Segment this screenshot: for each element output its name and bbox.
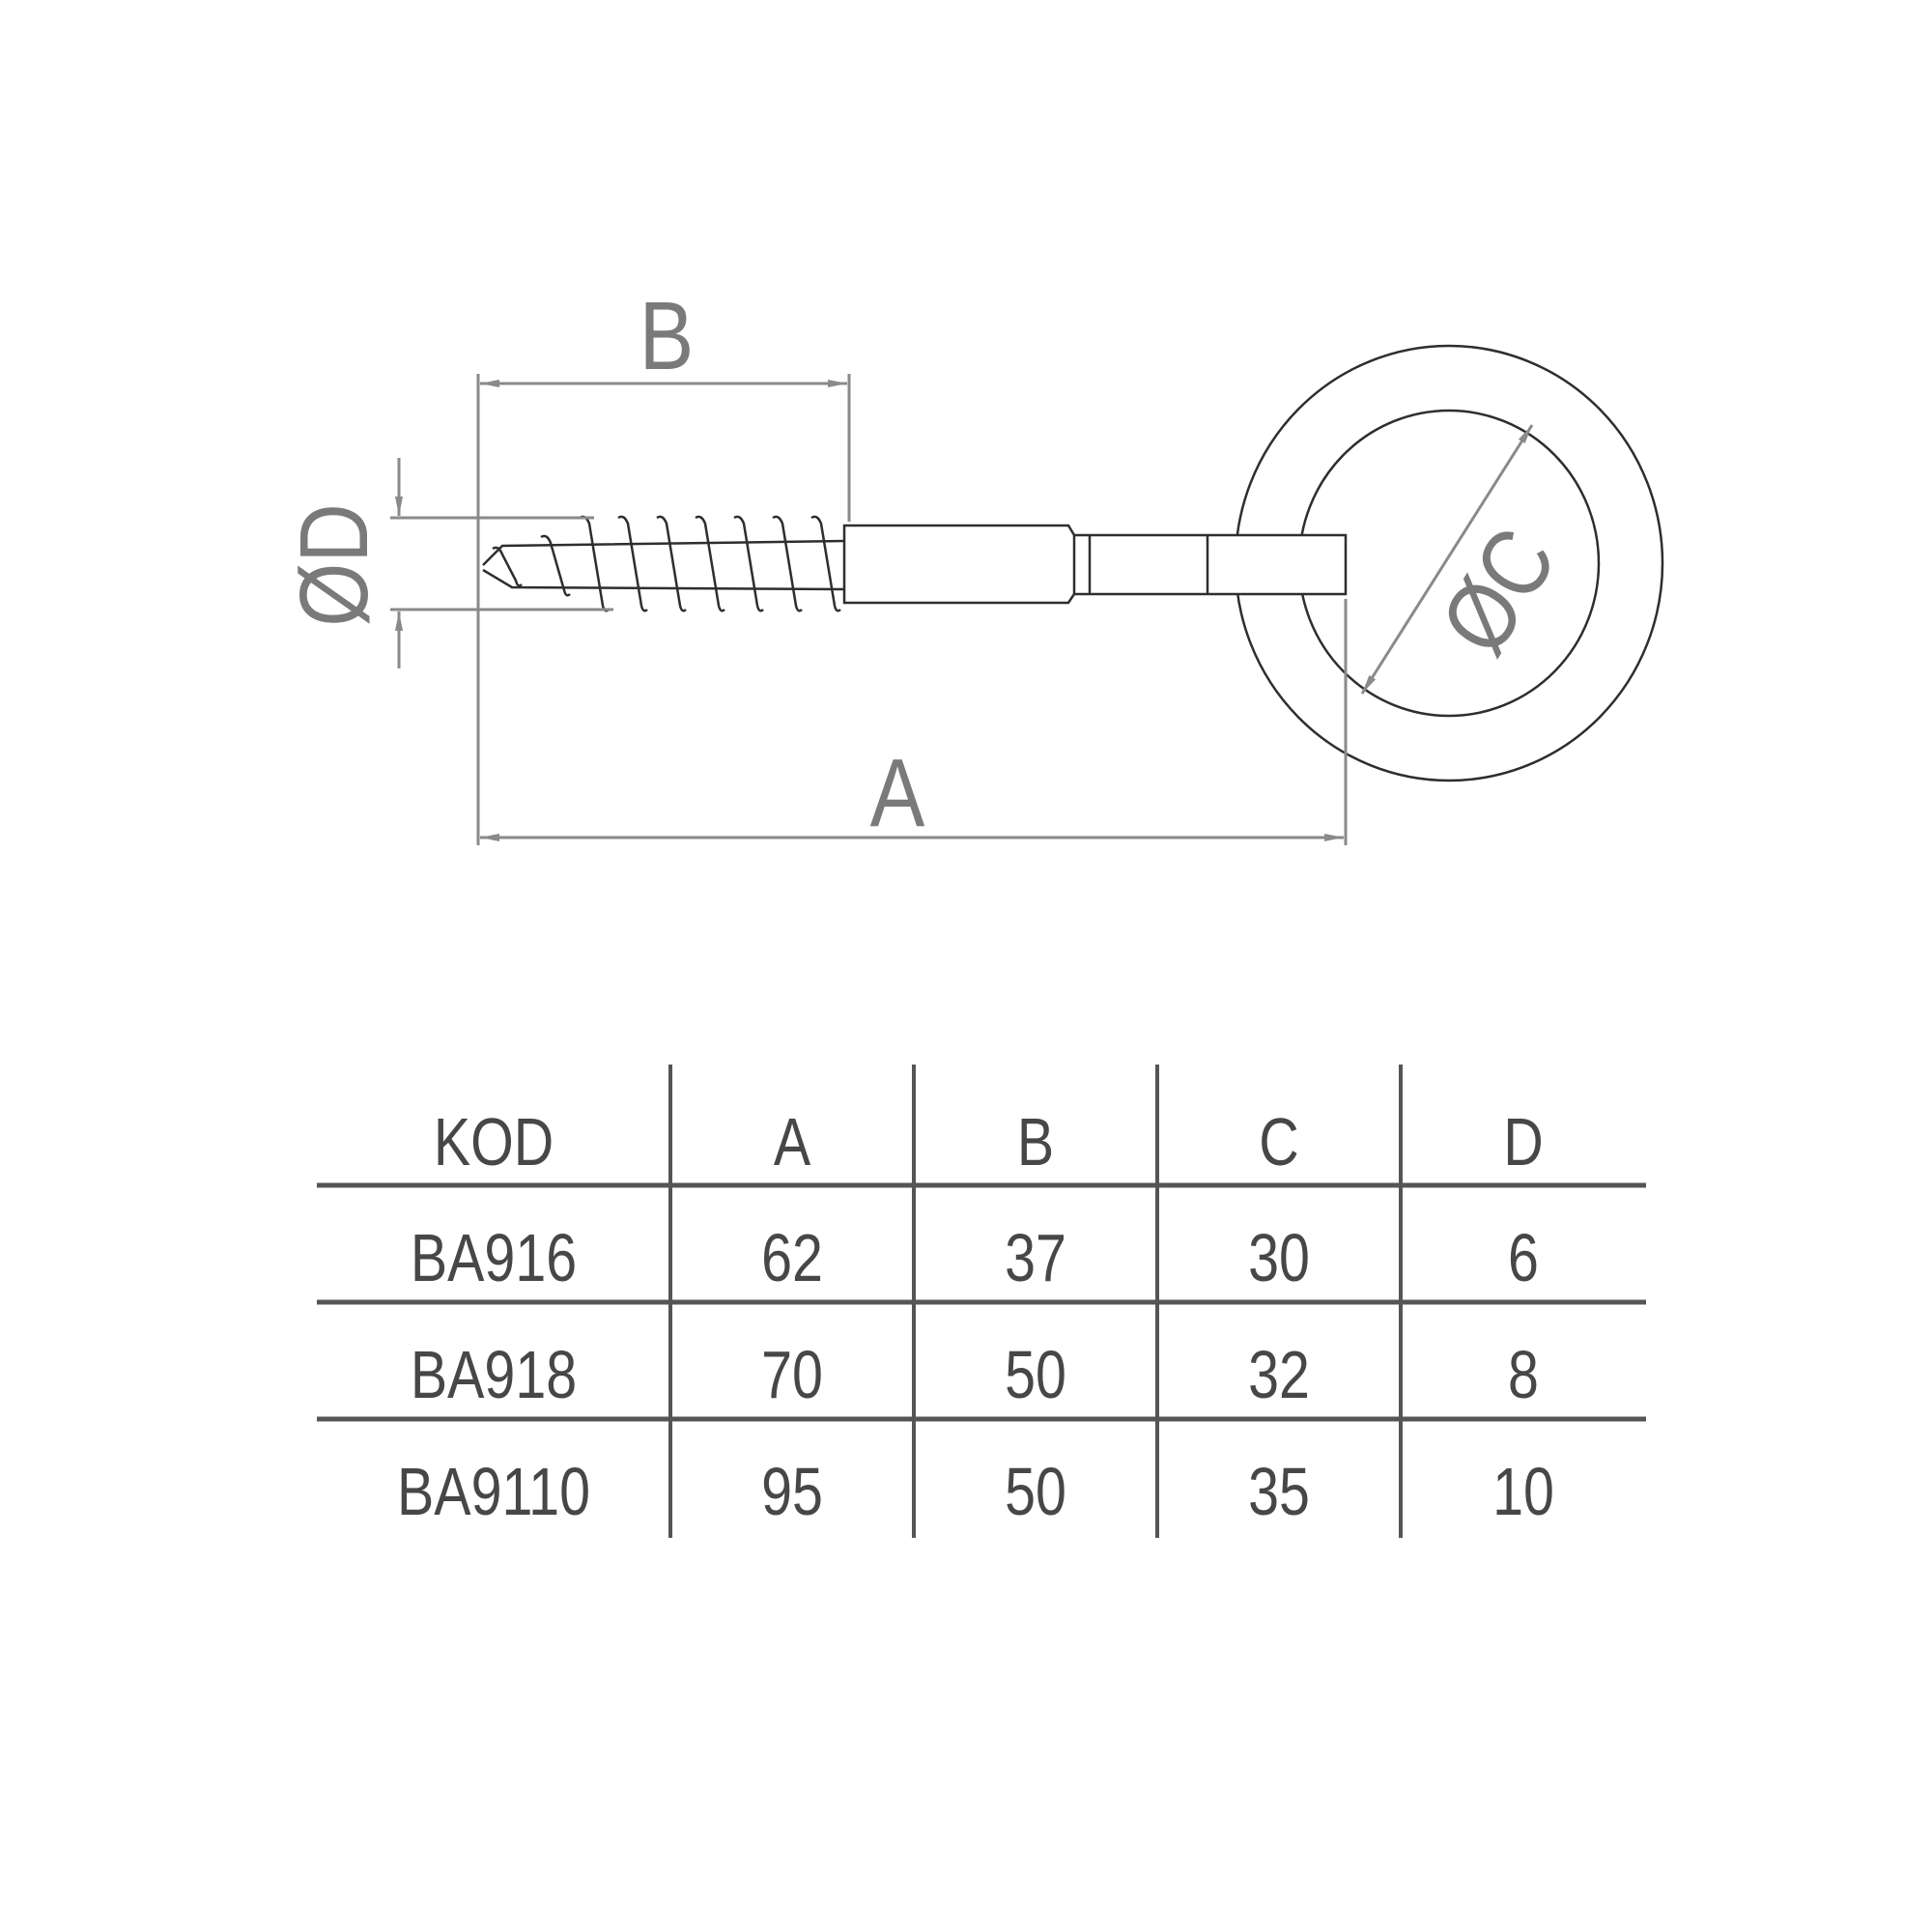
label-d: ØD [279, 503, 387, 626]
table-cell: 50 [1005, 1337, 1066, 1413]
thread-core-bottom [482, 568, 845, 591]
label-a: A [870, 738, 925, 846]
table-cell: BA916 [411, 1220, 577, 1296]
thread-crest [695, 515, 725, 612]
thread-crest [810, 515, 841, 612]
table-cell: 95 [761, 1454, 823, 1530]
table-header-d: D [1503, 1104, 1543, 1180]
screw-thread [482, 515, 845, 612]
thread-crest [617, 515, 648, 612]
thread-crest [492, 546, 523, 587]
table-cell: 30 [1248, 1220, 1310, 1296]
thread-crest [656, 515, 687, 612]
table-cell: 35 [1248, 1454, 1310, 1530]
thread-crest [579, 515, 610, 612]
thread-crest [733, 515, 764, 612]
table-cell: 50 [1005, 1454, 1066, 1530]
table-cell: 32 [1248, 1337, 1310, 1413]
dimension-c [1360, 424, 1534, 695]
table-cell: BA9110 [397, 1454, 590, 1530]
dimension-lines [390, 374, 1534, 845]
table-header-a: A [774, 1104, 811, 1180]
table-cell: 70 [761, 1337, 823, 1413]
table-header-b: B [1017, 1104, 1054, 1180]
thread-core-top [482, 539, 845, 566]
table-cell: 62 [761, 1220, 823, 1296]
label-c: ØC [1419, 510, 1577, 672]
table-cell: 10 [1492, 1454, 1554, 1530]
table-header-c: C [1259, 1104, 1298, 1180]
table-cell: 37 [1005, 1220, 1066, 1296]
thread-crest [540, 534, 571, 597]
table-cell: 6 [1508, 1220, 1539, 1296]
thread-crest [772, 515, 803, 612]
table-header-kod: KOD [434, 1104, 554, 1180]
table-cell: 8 [1508, 1337, 1539, 1413]
table-cell: BA918 [411, 1337, 577, 1413]
label-b: B [639, 281, 695, 389]
screw-shank [842, 524, 1348, 605]
table-grid [317, 1065, 1646, 1538]
